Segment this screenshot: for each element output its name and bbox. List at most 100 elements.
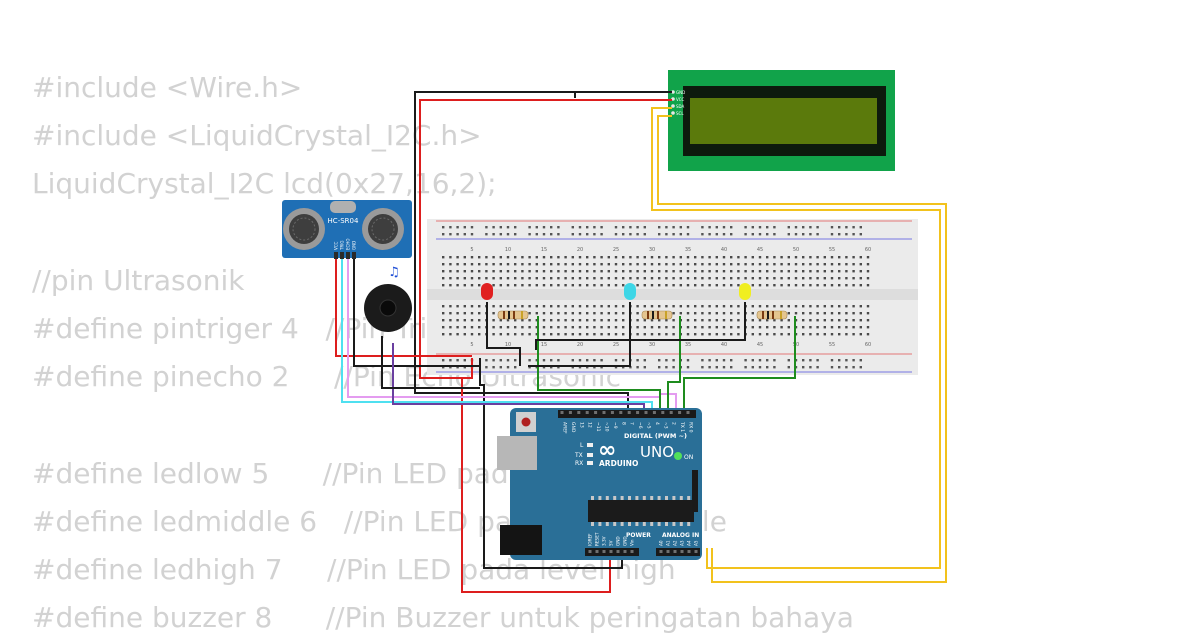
resistor-3[interactable] [756,310,788,320]
breadboard-hole [571,326,574,329]
digital-pin[interactable] [619,411,623,414]
breadboard-hole [758,326,762,329]
digital-pin[interactable] [686,411,690,414]
breadboard-hole [499,305,502,308]
buzzer[interactable]: ♫ [364,265,412,332]
breadboard-hole [542,270,546,273]
power-pin[interactable] [630,550,634,553]
resistor-2[interactable] [641,310,673,320]
rail-hole [802,366,805,369]
digital-pin-label: 12 [587,422,593,428]
digital-pin[interactable] [602,411,606,414]
breadboard-hole [614,326,618,329]
ultrasonic-pin[interactable] [352,252,356,259]
digital-pin[interactable] [627,411,631,414]
power-pin[interactable] [602,550,606,553]
led-yellow[interactable] [739,283,751,300]
digital-pin[interactable] [678,411,682,414]
rail-hole [506,226,510,229]
resistor-1[interactable] [497,310,529,320]
breadboard-hole [528,319,531,322]
breadboard-hole [715,319,718,322]
breadboard-hole [766,319,769,322]
breadboard-hole [722,256,726,259]
digital-pin[interactable] [585,411,589,414]
digital-pin[interactable] [644,411,648,414]
breadboard-hole [708,277,711,280]
ultrasonic-pin[interactable] [334,252,338,259]
chip-leg [657,496,661,500]
digital-pin[interactable] [610,411,614,414]
lcd-pin[interactable] [671,97,675,101]
breadboard-hole [866,319,870,322]
breadboard-hole [866,270,870,273]
digital-pin[interactable] [577,411,581,414]
analog-pin[interactable] [694,550,698,553]
chip-leg [687,496,691,500]
breadboard-hole [751,326,754,329]
digital-pin[interactable] [636,411,640,414]
analog-pin[interactable] [687,550,691,553]
digital-pin[interactable] [594,411,598,414]
breadboard-hole [492,305,495,308]
power-pin[interactable] [595,550,599,553]
breadboard-hole [708,312,711,315]
digital-pin[interactable] [568,411,572,414]
breadboard-hole [514,319,517,322]
breadboard-hole [658,333,661,336]
breadboard-hole [794,256,798,259]
breadboard-hole [478,326,481,329]
breadboard-hole [845,263,848,266]
breadboard-hole [492,270,495,273]
lcd-pin[interactable] [671,90,675,94]
breadboard-hole [564,319,567,322]
breadboard-hole [650,326,654,329]
analog-pin[interactable] [666,550,670,553]
breadboard-hole [485,256,488,259]
lcd-pin[interactable] [671,111,675,115]
digital-header [558,410,696,418]
rail-hole [715,359,718,362]
led-cyan[interactable] [624,283,636,300]
rail-hole [665,366,668,369]
breadboard-hole [557,277,560,280]
analog-pin[interactable] [673,550,677,553]
ultrasonic-pin[interactable] [340,252,344,259]
rail-hole [535,226,538,229]
power-pin[interactable] [588,550,592,553]
breadboard-hole [665,333,668,336]
analog-pin[interactable] [659,550,663,553]
breadboard-hole [773,326,776,329]
digital-pin[interactable] [669,411,673,414]
led-red[interactable] [481,283,493,300]
breadboard-hole [823,305,826,308]
rail-hole [578,233,582,236]
analog-pin[interactable] [680,550,684,553]
rail-hole [665,359,668,362]
digital-pin[interactable] [652,411,656,414]
chip-leg [679,496,683,500]
power-pin[interactable] [623,550,627,553]
power-pin[interactable] [616,550,620,553]
breadboard[interactable]: 5510101515202025253030353540404545505055… [427,219,918,375]
breadboard-hole [708,305,711,308]
rail-hole [593,359,596,362]
breadboard-hole [521,319,524,322]
breadboard-hole [859,256,862,259]
wire-lcd-gnd [414,91,672,412]
ultrasonic-pin[interactable] [346,252,350,259]
breadboard-hole [809,319,812,322]
digital-pin[interactable] [661,411,665,414]
reset-button[interactable] [521,417,531,427]
breadboard-hole [506,277,510,280]
power-pin[interactable] [609,550,613,553]
digital-pin[interactable] [560,411,564,414]
lcd-pin[interactable] [671,104,675,108]
rail-hole [658,366,661,369]
breadboard-hole [665,326,668,329]
breadboard-hole [600,333,603,336]
